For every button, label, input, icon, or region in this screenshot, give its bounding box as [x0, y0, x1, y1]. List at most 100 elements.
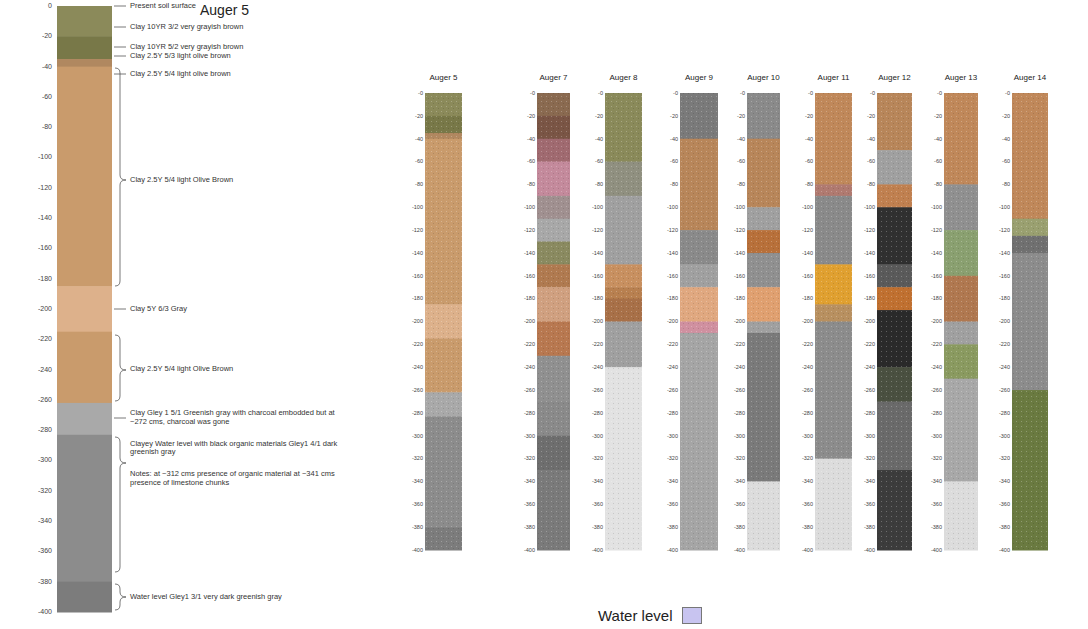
- depth-tick: -280: [648, 410, 678, 416]
- depth-tick: -340: [912, 478, 942, 484]
- depth-tick: -280: [393, 410, 423, 416]
- auger-column: Auger 10: [747, 93, 780, 550]
- depth-tick: -400: [715, 547, 745, 553]
- depth-tick: -120: [845, 227, 875, 233]
- depth-tick: -340: [648, 478, 678, 484]
- auger-column: Auger 13: [944, 93, 978, 550]
- depth-tick: -320: [783, 455, 813, 461]
- depth-tick: -100: [845, 204, 875, 210]
- legend-entry: Water level: [598, 607, 702, 624]
- depth-tick: -220: [783, 341, 813, 347]
- depth-tick: -160: [505, 273, 535, 279]
- depth-tick: -360: [783, 501, 813, 507]
- depth-tick: -220: [10, 335, 52, 343]
- depth-tick: -400: [505, 547, 535, 553]
- depth-tick: -240: [648, 364, 678, 370]
- depth-tick: -340: [980, 478, 1010, 484]
- depth-tick: -380: [980, 524, 1010, 530]
- depth-tick: -320: [845, 455, 875, 461]
- depth-tick: -360: [648, 501, 678, 507]
- depth-tick: -80: [10, 123, 52, 131]
- depth-tick: -220: [393, 341, 423, 347]
- depth-tick: -20: [715, 113, 745, 119]
- layer-description: Clay 10YR 3/2 very grayish brown: [130, 23, 380, 32]
- depth-tick: -300: [980, 433, 1010, 439]
- soil-layer: [57, 36, 112, 59]
- depth-tick: -60: [715, 158, 745, 164]
- depth-tick: -180: [715, 295, 745, 301]
- depth-tick: -40: [912, 136, 942, 142]
- depth-tick: -80: [393, 181, 423, 187]
- soil-column: [1012, 93, 1048, 551]
- depth-tick: -140: [648, 250, 678, 256]
- depth-tick: -380: [573, 524, 603, 530]
- depth-tick: -260: [912, 387, 942, 393]
- depth-tick: -320: [648, 455, 678, 461]
- depth-tick: -360: [573, 501, 603, 507]
- depth-tick: -160: [573, 273, 603, 279]
- depth-tick: -0: [573, 90, 603, 96]
- depth-tick: -240: [505, 364, 535, 370]
- depth-tick: -0: [980, 90, 1010, 96]
- depth-tick: -380: [845, 524, 875, 530]
- depth-tick: -220: [648, 341, 678, 347]
- soil-texture: [815, 93, 852, 550]
- depth-tick: -100: [573, 204, 603, 210]
- soil-texture: [425, 93, 462, 550]
- depth-tick: -20: [783, 113, 813, 119]
- depth-tick: -360: [10, 547, 52, 555]
- depth-tick: -120: [10, 184, 52, 192]
- depth-tick: -0: [783, 90, 813, 96]
- depth-tick: -320: [715, 455, 745, 461]
- soil-column: [605, 93, 642, 551]
- auger-column: Auger 9: [680, 93, 718, 550]
- depth-tick: -100: [912, 204, 942, 210]
- depth-tick: -300: [912, 433, 942, 439]
- depth-tick: -60: [393, 158, 423, 164]
- depth-tick: -100: [648, 204, 678, 210]
- depth-tick: -160: [783, 273, 813, 279]
- depth-tick: -260: [10, 396, 52, 404]
- depth-tick: -120: [783, 227, 813, 233]
- depth-tick: -260: [393, 387, 423, 393]
- depth-tick: -120: [648, 227, 678, 233]
- depth-tick: -220: [912, 341, 942, 347]
- depth-tick: -260: [980, 387, 1010, 393]
- layer-description: Clay 2.5Y 5/3 light olive brown: [130, 52, 380, 61]
- depth-tick: -120: [715, 227, 745, 233]
- column-title: Auger 5: [200, 2, 249, 18]
- column-title: Auger 12: [878, 73, 910, 82]
- depth-tick: -180: [573, 295, 603, 301]
- depth-tick: -240: [980, 364, 1010, 370]
- depth-tick: -180: [845, 295, 875, 301]
- depth-tick: -0: [845, 90, 875, 96]
- depth-tick: -160: [715, 273, 745, 279]
- depth-tick: 0: [10, 2, 52, 10]
- soil-column: [680, 93, 718, 551]
- depth-tick: -60: [573, 158, 603, 164]
- depth-tick: -380: [10, 578, 52, 586]
- depth-tick: -180: [10, 275, 52, 283]
- depth-tick: -300: [505, 433, 535, 439]
- depth-tick: -120: [912, 227, 942, 233]
- column-title: Auger 10: [747, 73, 779, 82]
- depth-tick: -280: [573, 410, 603, 416]
- auger-column: Auger 12: [877, 93, 912, 550]
- layer-description: Water level Gley1 3/1 very dark greenish…: [130, 593, 345, 602]
- soil-column: [57, 6, 112, 613]
- column-title: Auger 7: [539, 73, 567, 82]
- depth-tick: -60: [845, 158, 875, 164]
- depth-tick: -20: [912, 113, 942, 119]
- column-title: Auger 13: [945, 73, 977, 82]
- depth-tick: -360: [715, 501, 745, 507]
- depth-tick: -220: [845, 341, 875, 347]
- soil-layer: [57, 582, 112, 613]
- depth-tick: -20: [573, 113, 603, 119]
- depth-tick: -80: [505, 181, 535, 187]
- auger-column: Auger 5: [57, 6, 112, 612]
- soil-column: [425, 93, 462, 551]
- depth-tick: -140: [715, 250, 745, 256]
- depth-tick: -300: [573, 433, 603, 439]
